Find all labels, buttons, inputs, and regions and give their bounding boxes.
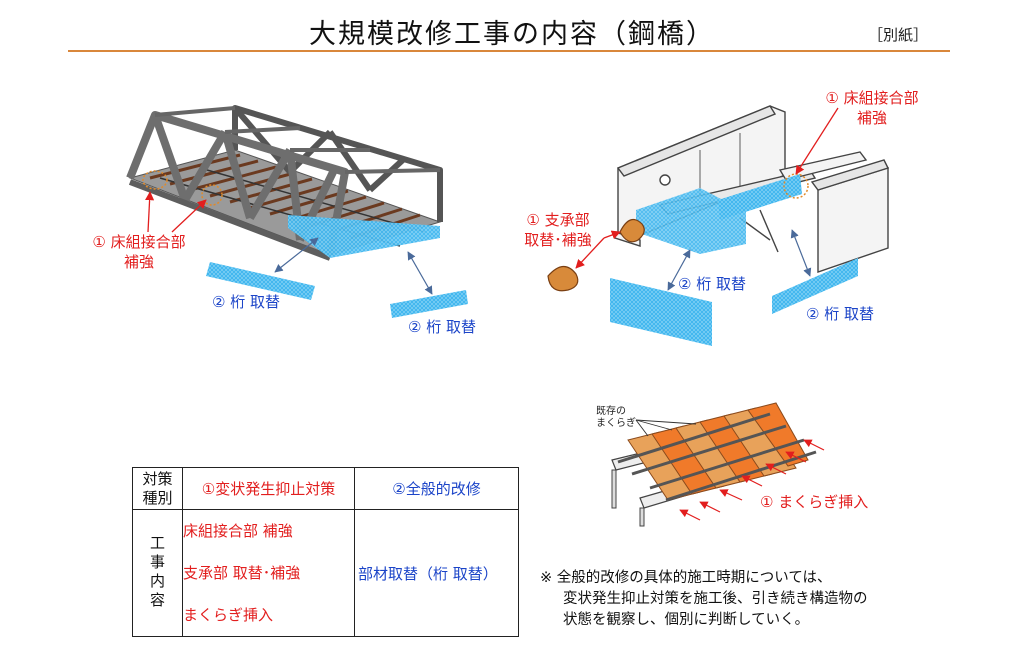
page-title: 大規模改修工事の内容（鋼橋） (309, 19, 715, 50)
arrow-left-joint-a (145, 191, 155, 233)
table-item-bearing: 支承部 取替･補強 (183, 564, 301, 582)
arrow-right-girder-b (790, 229, 812, 277)
label-bearing-line2: 取替･補強 (524, 231, 592, 249)
highlight-girder-right (636, 188, 746, 254)
label-bearing: ① 支承部 取替･補強 (508, 210, 608, 250)
label-existing-sleeper: 既存の まくらぎ (596, 406, 636, 430)
arrow-left-girder-a (274, 237, 319, 273)
label-left-floor-joint: ① 床組接合部 補強 (74, 232, 204, 272)
label-sleeper-insert: ① まくらぎ挿入 (760, 493, 869, 511)
table-header-category: 対策 種別 (132, 467, 183, 510)
existing-sleeper-leaders (635, 419, 697, 437)
footnote: ※ 全般的改修の具体的施工時期については、 変状発生抑止対策を施工後、引き続き構… (540, 568, 868, 631)
table-item-floor-joint: 床組接合部 補強 (183, 522, 293, 540)
label-right-floor-joint-line2: 補強 (856, 109, 887, 127)
arrow-right-girder-a (667, 249, 691, 291)
footnote-line1: ※ 全般的改修の具体的施工時期については、 (540, 570, 832, 586)
footnote-line3: 状態を観察し、個別に判断していく。 (563, 612, 810, 628)
arrow-right-joint (795, 107, 839, 175)
title-divider (68, 50, 950, 52)
label-left-girder-a: ② 桁 取替 (212, 293, 280, 311)
label-left-floor-joint-line1: ① 床組接合部 (92, 233, 186, 251)
bearing-shoe-icon (547, 218, 645, 292)
label-right-girder-b: ② 桁 取替 (806, 305, 874, 323)
label-right-girder-a: ② 桁 取替 (678, 275, 746, 293)
table-header-col2: ②全般的改修 (354, 467, 519, 510)
table-header-category-line1: 対策 (142, 469, 173, 488)
label-left-floor-joint-line2: 補強 (123, 253, 154, 271)
sleeper-insertion-illustration (611, 402, 817, 527)
table-item-sleeper: まくらぎ挿入 (183, 606, 274, 624)
girder-panel-left-a (206, 262, 315, 300)
label-bearing-line1: ① 支承部 (526, 211, 590, 229)
footnote-line2: 変状発生抑止対策を施工後、引き続き構造物の (563, 591, 868, 607)
label-existing-sleeper-line1: 既存の (596, 406, 626, 417)
arrow-left-joint-b (171, 199, 207, 233)
table-col2-item: 部材取替（桁 取替） (354, 509, 519, 637)
girder-panel-right-b (772, 258, 858, 314)
arrow-bearing-b (575, 237, 605, 269)
label-right-floor-joint-line1: ① 床組接合部 (825, 89, 919, 107)
sleeper-insert-arrows (679, 439, 825, 521)
table-header-col1: ①変状発生抑止対策 (182, 467, 355, 510)
table-header-category-line2: 種別 (142, 488, 173, 507)
girder-panel-left-b (390, 290, 468, 318)
table-row-label: 工事内容 (148, 535, 166, 611)
arrow-left-girder-b (407, 251, 433, 295)
plate-girder-illustration (614, 105, 889, 273)
table-row-label-cell: 工事内容 (132, 509, 183, 637)
arrow-bearing-a (603, 230, 621, 240)
label-existing-sleeper-line2: まくらぎ (596, 418, 636, 429)
girder-panel-right-a (610, 278, 712, 346)
label-left-girder-b: ② 桁 取替 (408, 318, 476, 336)
label-right-floor-joint: ① 床組接合部 補強 (802, 88, 942, 128)
truss-bridge-illustration (126, 105, 443, 261)
table-col1-items: 床組接合部 補強 支承部 取替･補強 まくらぎ挿入 (182, 509, 355, 637)
attachment-tag: ［別紙］ (867, 26, 928, 44)
measures-table: 対策 種別 ①変状発生抑止対策 ②全般的改修 工事内容 床組接合部 補強 支承部… (132, 467, 519, 637)
